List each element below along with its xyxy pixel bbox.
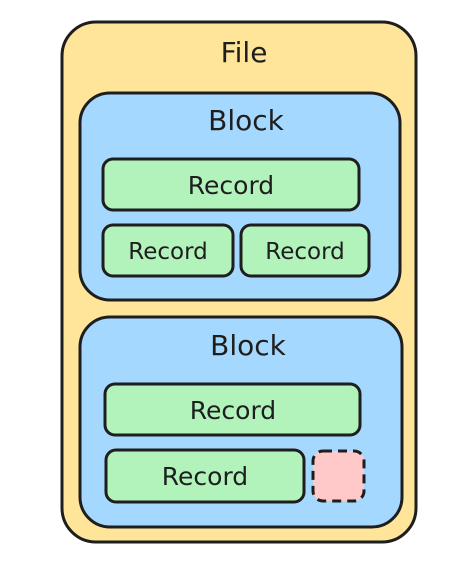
record-label: Record bbox=[128, 239, 207, 265]
block-2-record-1: Record bbox=[103, 382, 362, 437]
block-1-record-3: Record bbox=[239, 223, 371, 278]
record-label: Record bbox=[162, 462, 248, 491]
record-box bbox=[104, 448, 306, 504]
record-box bbox=[101, 223, 235, 278]
block-2-label: Block bbox=[210, 329, 287, 362]
record-box bbox=[103, 382, 362, 437]
block-2: Block Record Record bbox=[78, 315, 404, 529]
record-label: Record bbox=[190, 396, 276, 425]
block-1-record-1: Record bbox=[101, 157, 361, 212]
record-label: Record bbox=[188, 171, 274, 200]
block-1: Block Record Record Record bbox=[78, 91, 402, 302]
block-1-record-2: Record bbox=[101, 223, 235, 278]
block-1-label: Block bbox=[208, 104, 285, 137]
block-2-record-2: Record bbox=[104, 448, 306, 504]
free-space-slot bbox=[311, 449, 366, 503]
record-box bbox=[239, 223, 371, 278]
record-label: Record bbox=[265, 239, 344, 265]
file-label: File bbox=[221, 36, 268, 69]
record-box bbox=[101, 157, 361, 212]
